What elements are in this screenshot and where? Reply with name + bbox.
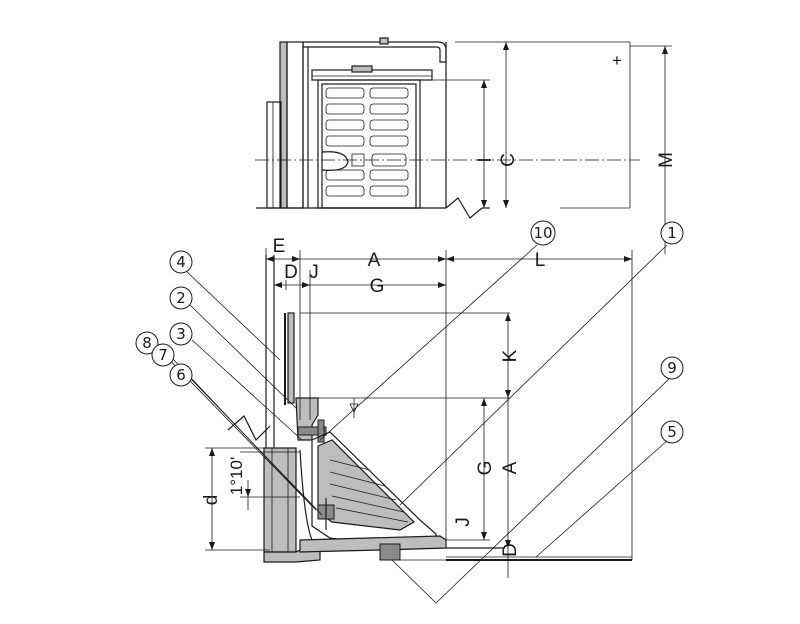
plan-grate [317,79,421,209]
leader-1 [399,244,668,506]
callout-5: 5 [667,423,677,441]
dim-D-top: D [284,262,298,283]
dim-D-right: D [500,543,521,557]
dim-A-right: A [500,461,521,474]
plan-outlet-curve [321,151,349,171]
callout-10: 10 [533,224,552,242]
callout-numbers: 4 2 3 8 7 6 10 1 9 5 [135,220,684,444]
callout-9: 9 [667,359,677,377]
plan-wall-frame [286,41,304,209]
plan-pipe-flange [266,101,282,209]
dim-A-top: A [368,250,381,271]
outlet-pipe [263,447,297,553]
dim-M: M [656,152,677,168]
dim-E: E [273,236,286,257]
leader-3 [191,339,303,441]
dim-I: I [475,157,496,162]
leader-4 [184,269,281,361]
callout-8: 8 [142,334,152,352]
callout-3: 3 [176,325,186,343]
dim-K: K [500,349,521,362]
dim-angle: 1°10' [227,457,246,495]
dim-J-right: J [453,517,474,527]
plan-view: + [255,37,672,254]
body-hatch [329,459,409,523]
callout-2: 2 [176,289,186,307]
section-view [154,244,671,604]
dimension-labels: E D J A G L I C M K G A J D d 1°10' [201,152,677,557]
leader-6 [189,377,323,516]
dim-J-top: J [309,262,319,283]
leader-5 [535,439,669,558]
callout-7: 7 [158,346,168,364]
dim-G-right: G [475,461,496,476]
plan-frame [303,41,447,63]
dim-G-top: G [370,276,385,297]
callout-1: 1 [667,224,677,242]
leader-9 [435,377,671,604]
leader-2 [189,304,297,409]
floor-plate [299,535,447,553]
plan-break-line [445,197,483,219]
wall-membrane [287,312,295,404]
dim-L: L [535,250,546,271]
callout-6: 6 [176,366,186,384]
svg-text:+: + [612,51,622,70]
callout-4: 4 [176,253,186,271]
dim-C: C [498,153,519,167]
plan-grate-slots [325,87,409,197]
dim-d: d [201,495,222,506]
leader-10 [319,244,538,441]
